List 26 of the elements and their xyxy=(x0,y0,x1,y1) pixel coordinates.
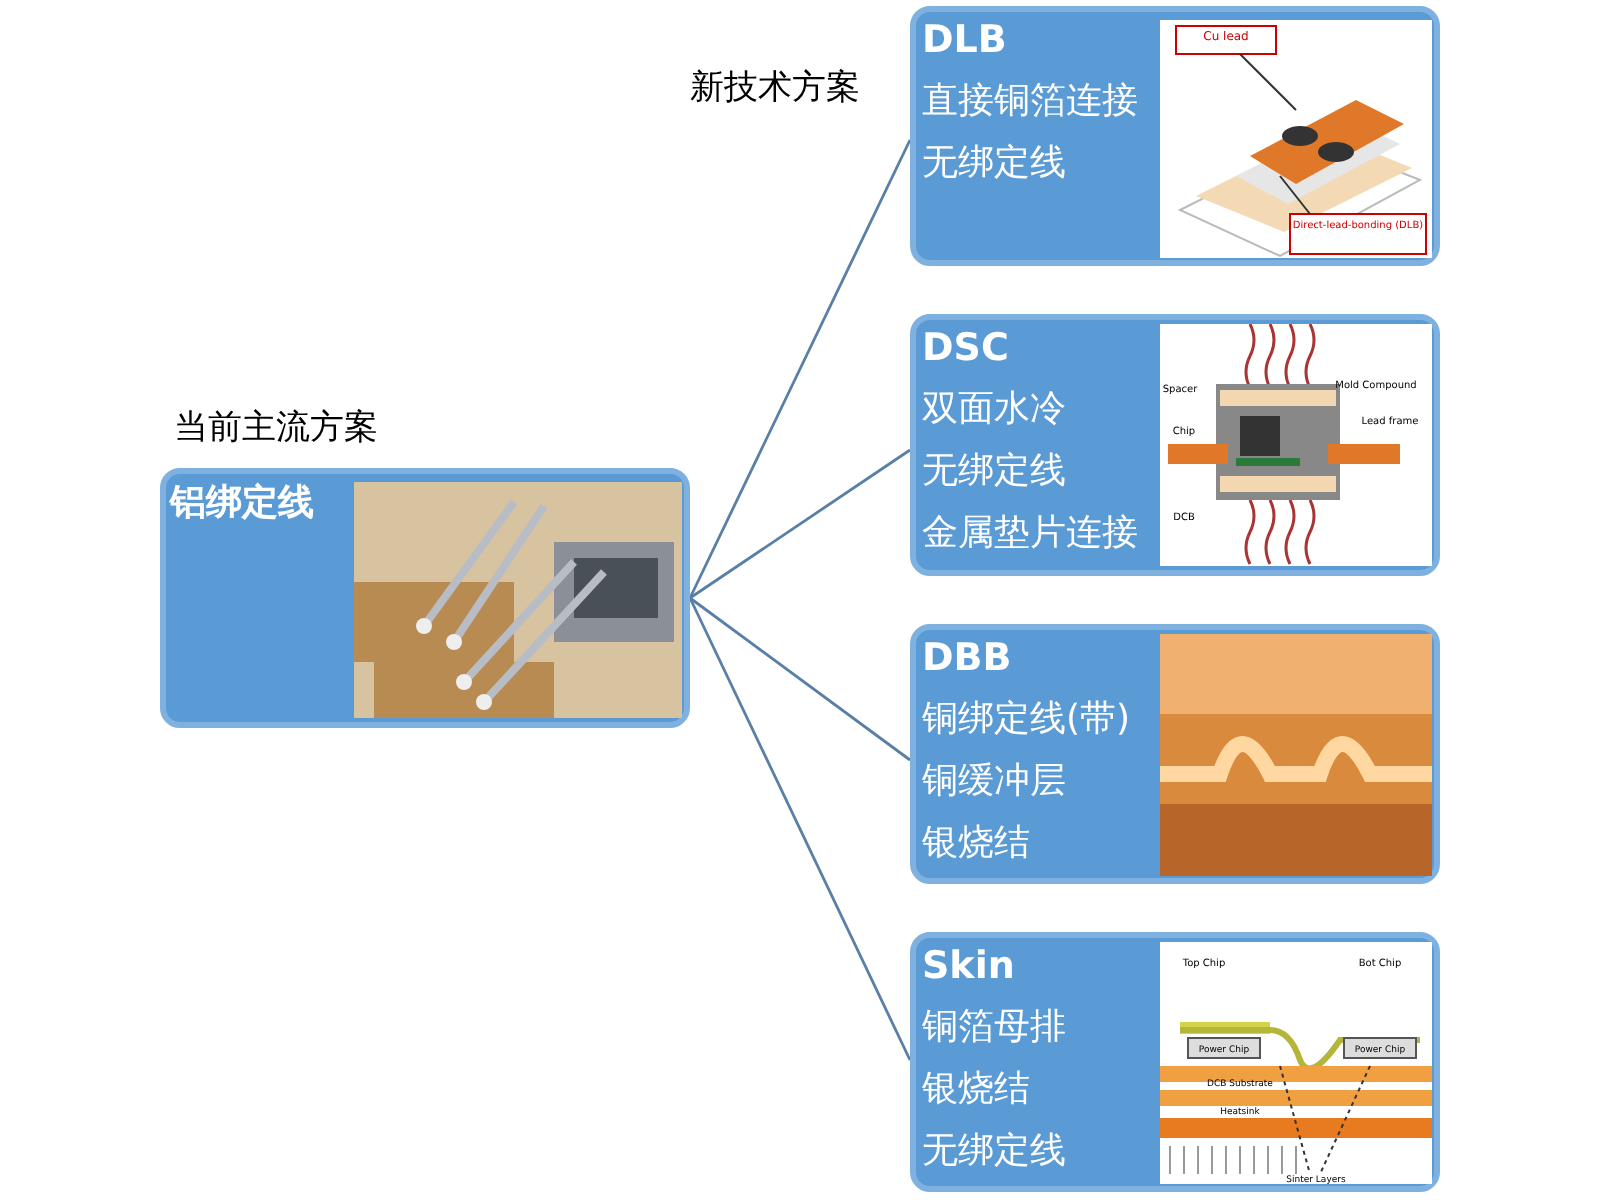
process-box xyxy=(910,624,1440,884)
feature-text: 无绑定线 xyxy=(922,1130,1066,1174)
connector-line xyxy=(688,597,912,1061)
process-box xyxy=(910,932,1440,1192)
feature-text: 无绑定线 xyxy=(922,142,1066,186)
box-title: DBB xyxy=(922,636,1012,680)
box-title: 铝绑定线 xyxy=(170,482,314,526)
box-title: DSC xyxy=(922,326,1009,370)
box-title: DLB xyxy=(922,18,1007,62)
connector-line xyxy=(689,596,911,762)
feature-text: 铜箔母排 xyxy=(922,1006,1066,1050)
connector-line xyxy=(689,448,911,600)
feature-text: 银烧结 xyxy=(922,1068,1030,1112)
section-heading: 新技术方案 xyxy=(690,66,860,110)
process-box xyxy=(910,314,1440,576)
section-heading: 当前主流方案 xyxy=(174,406,378,450)
feature-text: 直接铜箔连接 xyxy=(922,80,1138,124)
feature-text: 铜缓冲层 xyxy=(922,760,1066,804)
feature-text: 银烧结 xyxy=(922,822,1030,866)
box-title: Skin xyxy=(922,944,1015,988)
feature-text: 铜绑定线(带) xyxy=(922,698,1131,742)
feature-text: 双面水冷 xyxy=(922,388,1066,432)
connector-line xyxy=(688,139,912,599)
feature-text: 金属垫片连接 xyxy=(922,512,1138,556)
process-box xyxy=(910,6,1440,266)
feature-text: 无绑定线 xyxy=(922,450,1066,494)
